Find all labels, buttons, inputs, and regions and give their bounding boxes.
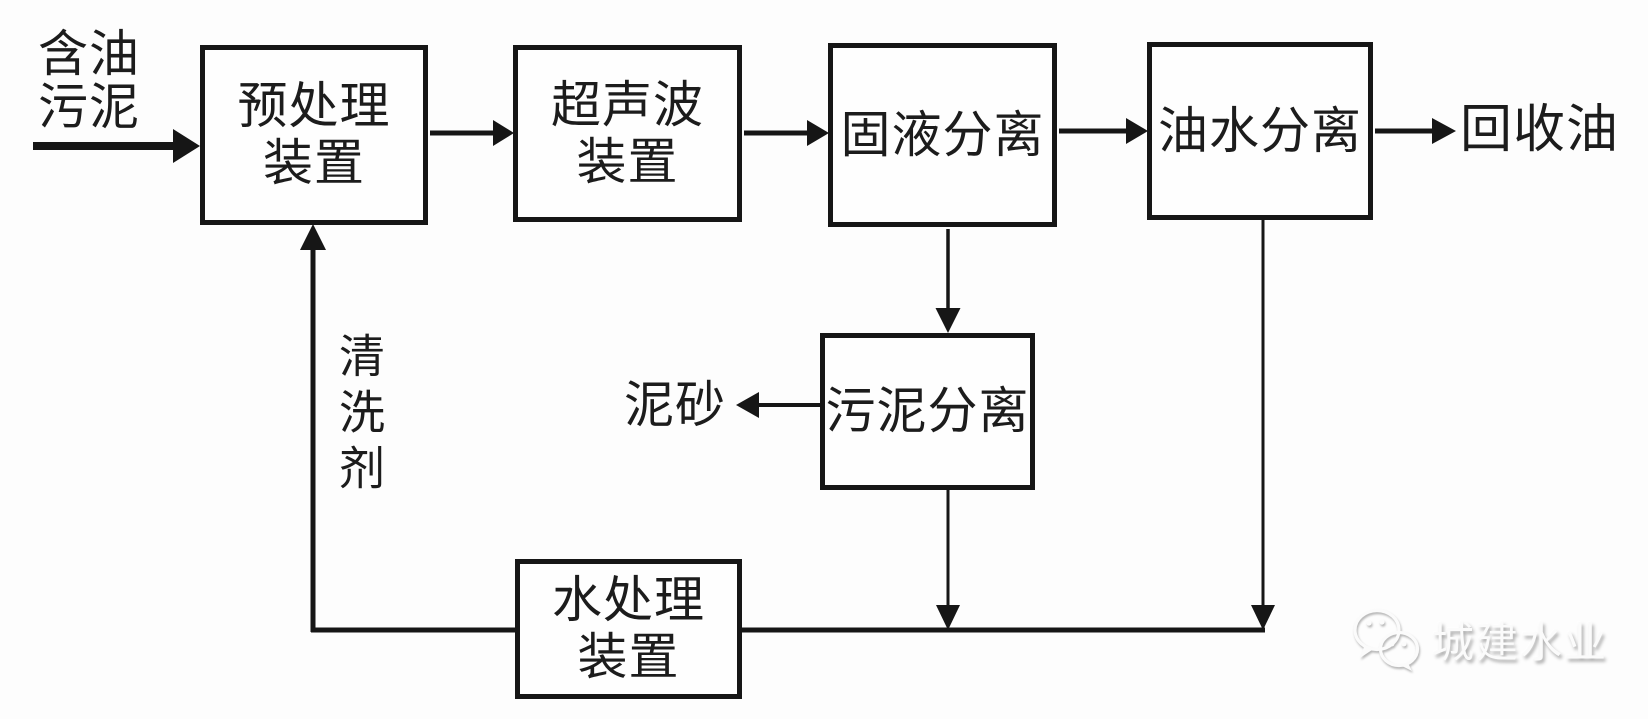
node-pretreatment: 预处理 装置 (200, 45, 428, 225)
node-sludge-separation-label: 污泥分离 (825, 383, 1030, 439)
arrowhead-recoveredoil (1432, 118, 1456, 144)
watermark: 城建水业 (1350, 600, 1608, 678)
node-pretreatment-line2: 装置 (263, 135, 365, 191)
arrowhead-sludgesep (935, 308, 961, 333)
node-water-treatment-line1: 水处理 (552, 572, 705, 628)
node-pretreatment-line1: 预处理 (237, 78, 391, 134)
label-recovered-oil: 回收油 (1460, 102, 1620, 159)
wechat-icon (1353, 608, 1420, 671)
watermark-text: 城建水业 (1432, 618, 1609, 666)
node-oil-water-separation: 油水分离 (1147, 42, 1373, 220)
arrowhead-sediment (736, 392, 759, 418)
node-sludge-separation: 污泥分离 (820, 333, 1035, 490)
label-input-line2: 污泥 (38, 79, 140, 135)
node-ultrasonic: 超声波 装置 (513, 45, 742, 222)
arrowhead-pretreatment (300, 224, 326, 250)
arrowhead-input (173, 129, 200, 163)
arrowhead-oilwater-bottom (1251, 605, 1275, 630)
arrowhead-sludgesep-bottom (936, 605, 960, 630)
label-cleaning-agent: 清洗剂 (333, 332, 384, 500)
label-sediment: 泥砂 (624, 377, 726, 433)
node-water-treatment-line2: 装置 (577, 629, 680, 685)
node-ultrasonic-line2: 装置 (576, 133, 679, 190)
label-input: 含油 污泥 (38, 28, 140, 134)
node-water-treatment: 水处理 装置 (515, 559, 742, 699)
node-ultrasonic-line1: 超声波 (551, 76, 704, 133)
node-solid-liquid-label: 固液分离 (840, 106, 1045, 163)
arrowhead-ultrasonic (493, 120, 514, 146)
label-input-line1: 含油 (38, 26, 140, 82)
node-oil-water-label: 油水分离 (1158, 102, 1362, 159)
arrowhead-oilwater (1126, 118, 1148, 144)
arrowhead-solidliquid (807, 120, 829, 146)
node-solid-liquid-separation: 固液分离 (828, 43, 1057, 227)
